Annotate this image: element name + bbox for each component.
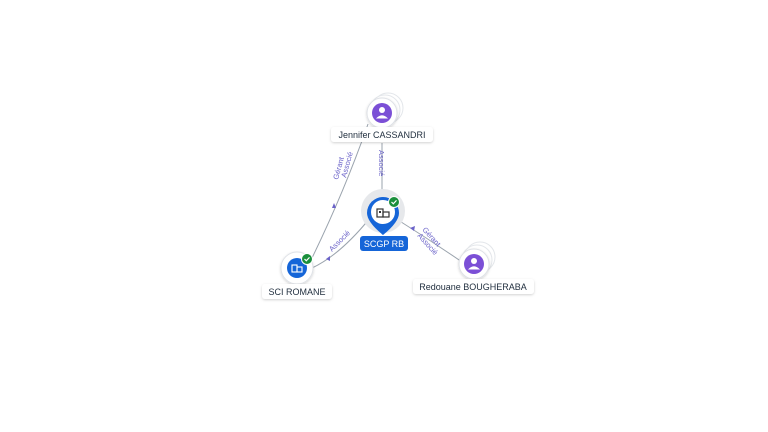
svg-text:Jennifer CASSANDRI: Jennifer CASSANDRI [338,130,425,140]
svg-text:SCGP RB: SCGP RB [364,239,404,249]
building-icon [376,208,390,218]
node-label: SCGP RB [360,236,408,251]
node-label: SCI ROMANE [262,284,332,299]
svg-text:Redouane BOUGHERABA: Redouane BOUGHERABA [419,282,527,292]
node-scgp-rb[interactable]: SCGP RB [360,189,408,251]
building-icon [287,258,307,278]
person-icon [372,103,392,123]
node-label: Jennifer CASSANDRI [331,127,433,142]
verified-check-icon [301,253,313,265]
node-jennifer-cassandri[interactable]: Jennifer CASSANDRI [331,92,433,142]
svg-text:SCI ROMANE: SCI ROMANE [268,287,325,297]
node-sci-romane[interactable]: SCI ROMANE [262,251,332,299]
edge-label-associe: Associé [377,150,386,176]
edge-jennifer-center: Associé [377,143,386,193]
node-label: Redouane BOUGHERABA [413,279,534,294]
edge-label-associe: Associé [339,151,354,179]
person-icon [464,254,484,274]
node-redouane-bougheraba[interactable]: Redouane BOUGHERABA [413,241,534,294]
verified-check-icon [388,196,400,208]
